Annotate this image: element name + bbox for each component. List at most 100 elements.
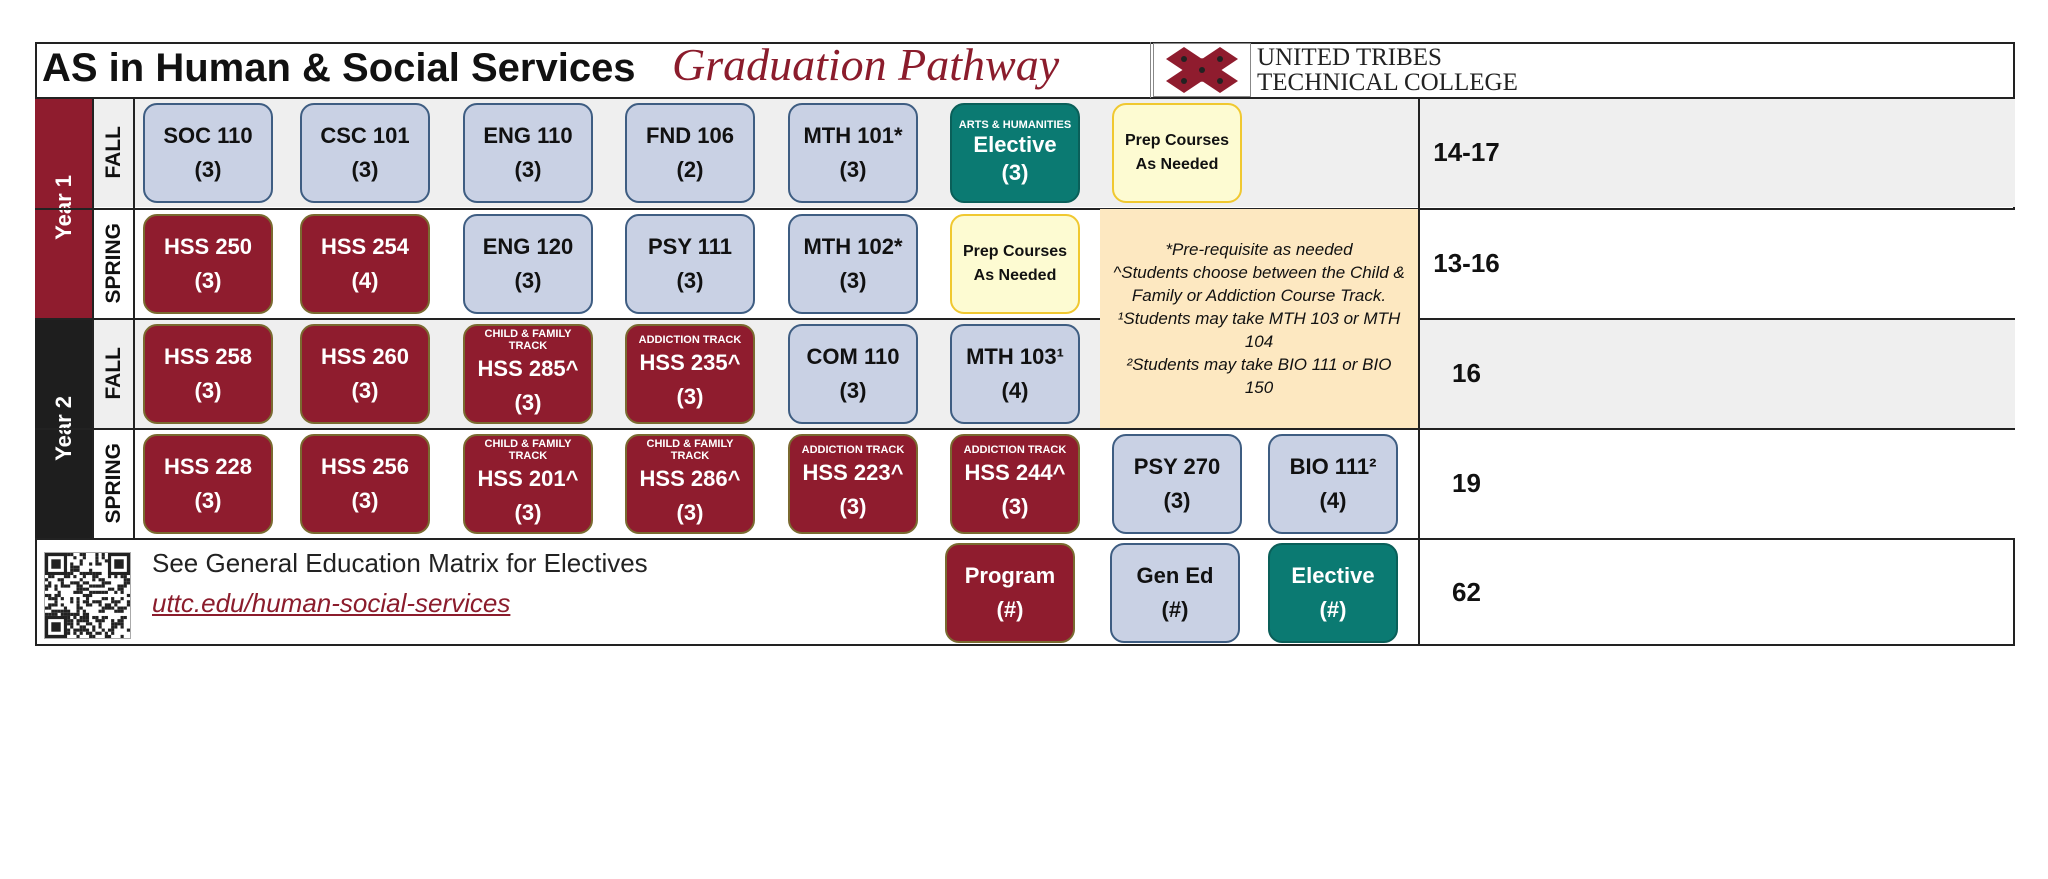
course-credits: (2) bbox=[676, 157, 704, 182]
course-box: MTH 102* (3) bbox=[788, 214, 918, 314]
course-box: HSS 250(3) bbox=[143, 214, 273, 314]
legend-credits: (#) bbox=[996, 597, 1024, 622]
course-box: HSS 258 (3) bbox=[143, 324, 273, 424]
course-code: HSS 285^ bbox=[477, 356, 579, 381]
note: ²Students may take BIO 111 or BIO 150 bbox=[1126, 355, 1392, 397]
course-code: COM 110 bbox=[806, 344, 900, 369]
course-code: Prep Courses bbox=[962, 243, 1068, 260]
course-code: HSS 256 bbox=[320, 454, 410, 479]
course-box: MTH 103¹(4) bbox=[950, 324, 1080, 424]
grand-total: 62 bbox=[1452, 576, 1481, 607]
program-title: AS in Human & Social Services bbox=[42, 46, 636, 90]
course-credits: (3) bbox=[839, 494, 867, 519]
course-code: HSS 260 bbox=[320, 344, 410, 369]
pathway-subtitle: Graduation Pathway bbox=[672, 39, 1060, 90]
course-box: SOC 110 (3) bbox=[143, 103, 273, 203]
season-text: SPRING bbox=[101, 442, 125, 524]
divider bbox=[133, 97, 135, 538]
course-box: PSY 111(3) bbox=[625, 214, 755, 314]
season-text: SPRING bbox=[101, 222, 125, 304]
course-credits: (3) bbox=[351, 378, 379, 403]
course-box: BIO 111²(4) bbox=[1268, 434, 1398, 534]
diamond-logo-icon bbox=[1153, 43, 1251, 97]
program-link[interactable]: uttc.edu/human-social-services bbox=[152, 588, 511, 618]
footnotes: *Pre-requisite as needed ^Students choos… bbox=[1100, 209, 1418, 428]
credit-total: 19 bbox=[1452, 467, 1481, 498]
course-box: Prep Courses As Needed bbox=[1112, 103, 1242, 203]
divider bbox=[1418, 97, 1420, 646]
course-box: HSS 254 (4) bbox=[300, 214, 430, 314]
course-credits: (3) bbox=[839, 378, 867, 403]
course-code: PSY 111 bbox=[647, 234, 732, 259]
course-code: Prep Courses bbox=[1124, 132, 1230, 149]
season-label: FALL bbox=[94, 320, 133, 426]
divider bbox=[35, 318, 2015, 320]
course-credits: (3) bbox=[1163, 488, 1191, 513]
note: ^Students choose between the Child & Fam… bbox=[1113, 263, 1405, 305]
course-code: ENG 120 bbox=[482, 234, 574, 259]
course-code: PSY 270 bbox=[1133, 454, 1221, 479]
legend-box: Gen Ed (#) bbox=[1110, 543, 1240, 643]
qr-code bbox=[44, 552, 131, 639]
course-code: HSS 201^ bbox=[477, 466, 579, 491]
track-label: CHILD & FAMILY TRACK bbox=[484, 438, 572, 462]
course-credits: (3) bbox=[194, 488, 222, 513]
year-label: Year 1 bbox=[35, 97, 92, 318]
college-name: United TribesTechnical College bbox=[1257, 44, 1518, 96]
course-code: HSS 244^ bbox=[964, 460, 1066, 485]
track-label: CHILD & FAMILY TRACK bbox=[646, 438, 734, 462]
divider bbox=[35, 208, 2015, 210]
course-code: Elective bbox=[973, 132, 1057, 157]
course-code: SOC 110 bbox=[163, 123, 253, 148]
track-label: CHILD & FAMILY TRACK bbox=[484, 328, 572, 352]
legend-label: Gen Ed bbox=[1136, 563, 1214, 588]
course-code: ENG 110 bbox=[483, 123, 573, 148]
course-box: PSY 270 (3) bbox=[1112, 434, 1242, 534]
legend-credits: (#) bbox=[1161, 597, 1189, 622]
footer-text: See General Education Matrix for Electiv… bbox=[152, 548, 648, 578]
season-label: SPRING bbox=[94, 210, 133, 316]
credit-total: 16 bbox=[1452, 357, 1481, 388]
track-label: ARTS & HUMANITIES bbox=[958, 119, 1072, 131]
course-credits: (3) bbox=[514, 500, 542, 525]
course-code: HSS 228 bbox=[163, 454, 253, 479]
divider bbox=[35, 538, 2015, 540]
track-label: ADDICTION TRACK bbox=[801, 444, 905, 456]
course-credits: (3) bbox=[1001, 160, 1029, 185]
course-code: MTH 101* bbox=[803, 123, 903, 148]
legend-credits: (#) bbox=[1319, 597, 1347, 622]
course-code: HSS 258 bbox=[163, 344, 253, 369]
course-code: MTH 102* bbox=[803, 234, 903, 259]
course-code: HSS 286^ bbox=[639, 466, 741, 491]
course-box: MTH 101* (3) bbox=[788, 103, 918, 203]
note: ¹Students may take MTH 103 or MTH 104 bbox=[1117, 309, 1401, 351]
course-code: HSS 235^ bbox=[639, 350, 741, 375]
course-credits: (3) bbox=[514, 390, 542, 415]
season-text: FALL bbox=[101, 125, 125, 179]
course-box: COM 110 (3) bbox=[788, 324, 918, 424]
course-credits: (3) bbox=[514, 157, 542, 182]
course-credits: (3) bbox=[676, 500, 704, 525]
course-credits: (3) bbox=[839, 268, 867, 293]
course-box: FND 106(2) bbox=[625, 103, 755, 203]
course-credits: (3) bbox=[351, 488, 379, 513]
course-box: HSS 228 (3) bbox=[143, 434, 273, 534]
track-label: ADDICTION TRACK bbox=[638, 334, 742, 346]
college-logo: United TribesTechnical College bbox=[1153, 42, 2015, 98]
course-credits: (3) bbox=[194, 157, 222, 182]
divider bbox=[35, 97, 2015, 99]
course-credits: (3) bbox=[839, 157, 867, 182]
divider bbox=[92, 97, 94, 538]
course-credits: (3) bbox=[194, 378, 222, 403]
course-code: HSS 254 bbox=[320, 234, 410, 259]
course-credits: (4) bbox=[1319, 488, 1347, 513]
legend-label: Elective bbox=[1291, 563, 1375, 588]
course-credits: (3) bbox=[351, 157, 379, 182]
course-credits: (4) bbox=[351, 268, 379, 293]
course-box: CSC 101(3) bbox=[300, 103, 430, 203]
course-credits: As Needed bbox=[1135, 156, 1219, 173]
